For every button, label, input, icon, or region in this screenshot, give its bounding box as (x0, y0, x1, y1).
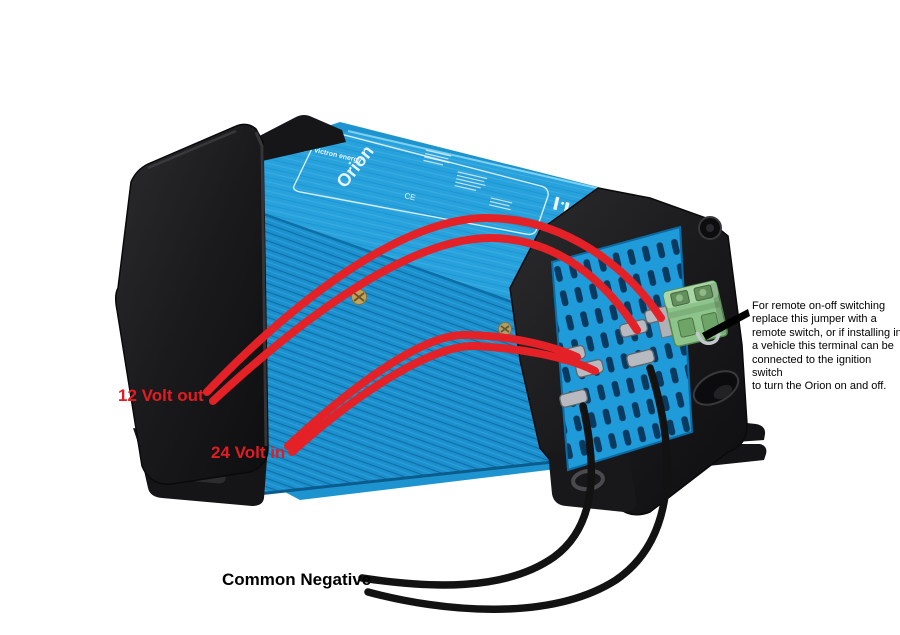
black-wires (358, 364, 671, 613)
wire-12v-out-1 (203, 213, 665, 396)
bottom-front-edge (257, 460, 554, 496)
note-line: remote switch, or if installing in (752, 326, 900, 339)
connector-side-shade (710, 282, 728, 335)
note-line: replace this jumper with a (752, 313, 877, 326)
red-wires (203, 213, 665, 456)
note-line: For remote on-off switching (752, 300, 886, 312)
label-common-negative: Common Negative (222, 570, 372, 589)
cap-cylinder-bore (713, 384, 733, 400)
wire-12v-out-2 (209, 233, 641, 405)
connector-screw (675, 294, 683, 302)
body-top-face (170, 131, 601, 308)
note-line: a vehicle this terminal can be (752, 340, 894, 353)
wire-24v-in-1 (284, 330, 581, 450)
cap-corner-recess-center (706, 224, 714, 232)
label-12-volt-out: 12 Volt out (118, 386, 204, 405)
ce-mark: CE (404, 191, 417, 202)
left-cap-body (114, 123, 269, 485)
wire-common-negative-1 (358, 402, 596, 589)
note-pointer-line (702, 309, 750, 340)
wire-24v-in-2 (288, 341, 599, 456)
wire-common-negative-2 (364, 364, 671, 613)
left-cap-edge-highlight (254, 131, 268, 447)
connector-port (677, 317, 697, 338)
back-top-edge (347, 130, 602, 190)
connector-screw (699, 289, 707, 297)
note-line: connected to the ignition switch (752, 353, 872, 380)
note-line: to turn the Orion on and off. (752, 380, 887, 393)
left-end-cap (114, 115, 346, 506)
terminal-negative-2 (626, 348, 656, 368)
terminal-negative-1 (559, 388, 589, 408)
remote-switching-note: For remote on-off switching replace this… (752, 300, 900, 394)
jumper-wire (695, 329, 721, 346)
label-24-volt-in: 24 Volt in (211, 443, 286, 462)
screw-icon (351, 289, 367, 305)
left-cap-top-highlight (147, 129, 237, 170)
label-fineprint-bars (423, 149, 513, 211)
connector-ledge (667, 300, 722, 319)
